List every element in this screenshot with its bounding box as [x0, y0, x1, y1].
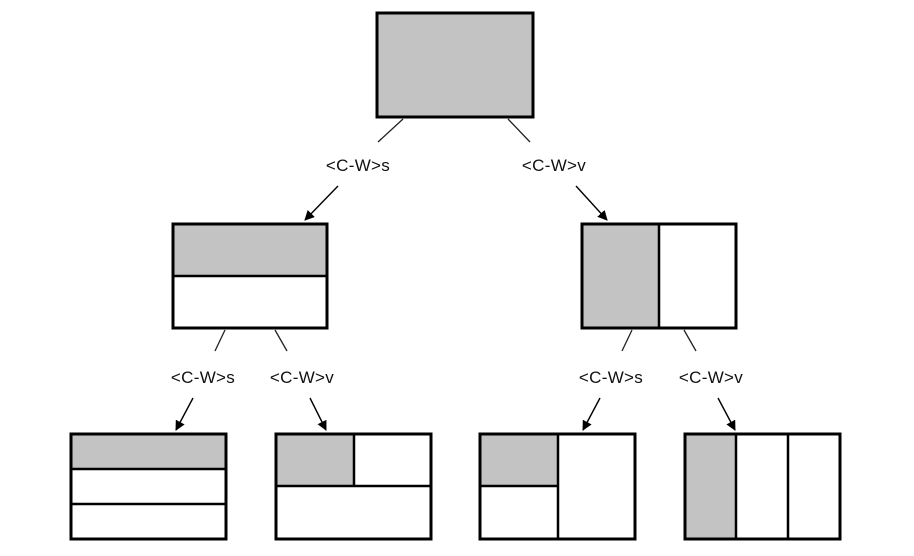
horizontal-split-window — [171, 222, 329, 330]
arrow-to-vertical-split — [575, 185, 608, 221]
root-connectors — [304, 118, 608, 221]
arrow-left-split — [175, 397, 194, 431]
three-horizontal-panes-window — [69, 432, 228, 541]
arrow-right-vsplit — [717, 397, 736, 431]
three-vertical-panes-window — [683, 432, 842, 541]
level1-connectors — [175, 329, 736, 431]
top-vsplit-bottom-full-window — [274, 432, 433, 541]
vertical-split-window — [580, 222, 738, 330]
arrow-right-split — [582, 397, 601, 431]
label-root-split: <C-W>s — [326, 156, 390, 175]
root-window — [375, 11, 535, 119]
label-left-split: <C-W>s — [171, 368, 235, 387]
arrow-left-vsplit — [309, 397, 327, 431]
arrow-to-horizontal-split — [304, 185, 339, 221]
label-right-vsplit: <C-W>v — [679, 368, 743, 387]
label-left-vsplit: <C-W>v — [270, 368, 334, 387]
left-split-right-full-window — [478, 432, 637, 541]
label-root-vsplit: <C-W>v — [522, 156, 586, 175]
label-right-split: <C-W>s — [579, 368, 643, 387]
